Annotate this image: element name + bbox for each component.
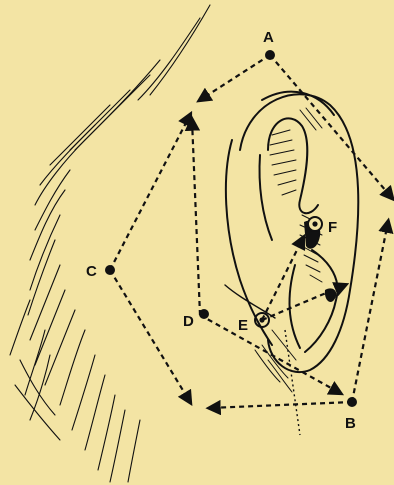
point-b: [347, 397, 357, 407]
vertical-dotted-line: [285, 330, 300, 435]
label-e: E: [238, 317, 248, 334]
label-a: A: [263, 29, 274, 46]
hair-hatching: [10, 5, 210, 482]
label-d: D: [183, 313, 194, 330]
jaw-line: [225, 285, 275, 318]
point-c: [105, 265, 115, 275]
measurement-routes: [110, 55, 392, 408]
landmark-points: [105, 50, 357, 407]
label-f: F: [328, 219, 337, 236]
point-f: [308, 217, 322, 231]
point-a: [265, 50, 275, 60]
label-b: B: [345, 415, 356, 432]
ear-shading: [270, 108, 322, 282]
label-c: C: [86, 263, 97, 280]
point-d: [199, 309, 209, 319]
